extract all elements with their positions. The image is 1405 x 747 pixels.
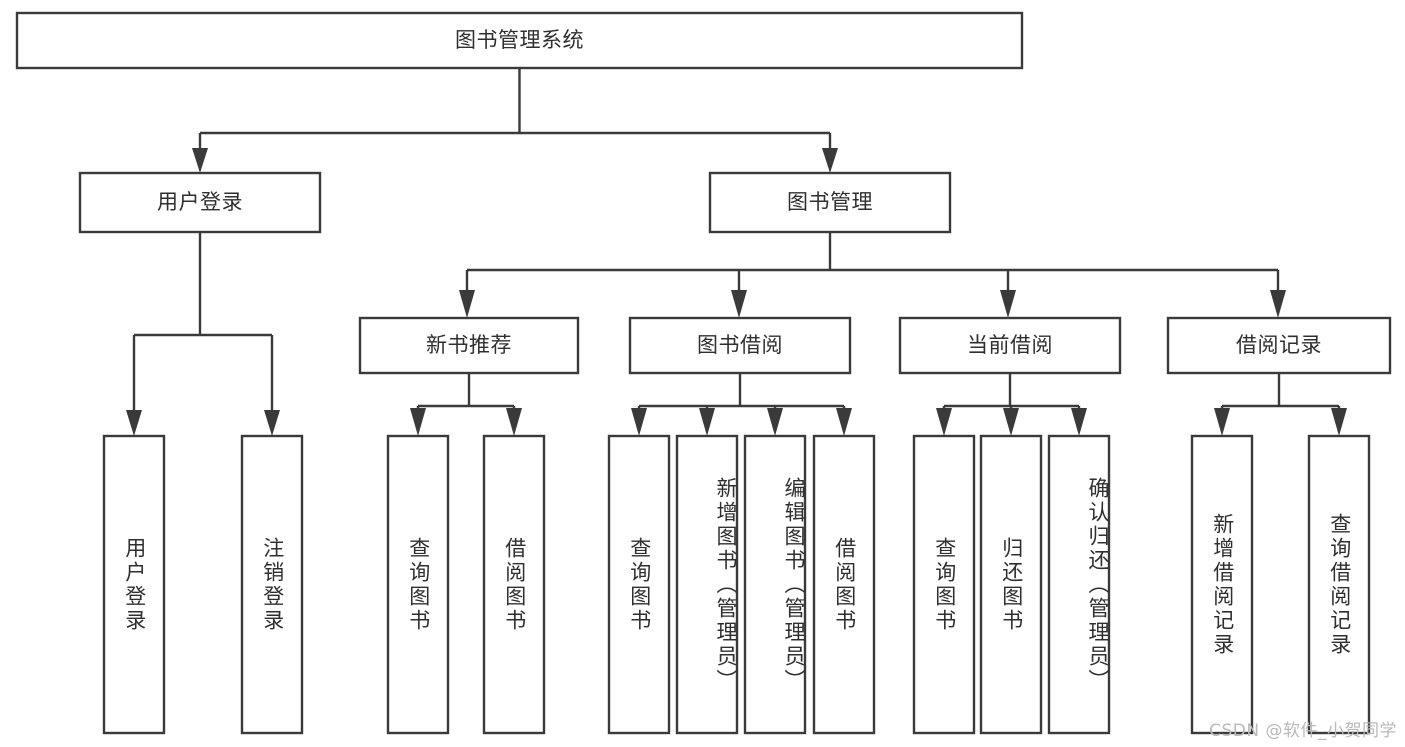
node-box-leaf-borrow-book-1[interactable] <box>482 434 546 735</box>
node-box-leaf-borrow-book-2[interactable] <box>812 434 876 735</box>
node-box-user-login[interactable] <box>78 171 322 234</box>
arrow-head-leaf-logout <box>264 410 280 436</box>
arrow-head-leaf-borrow-book-1 <box>506 408 522 436</box>
arrow-head-leaf-user-login <box>126 410 142 436</box>
node-box-leaf-add-record[interactable] <box>1190 434 1254 735</box>
node-box-leaf-query-book-2[interactable] <box>607 434 671 735</box>
node-box-leaf-query-book-1[interactable] <box>386 434 450 735</box>
arrow-head-leaf-borrow-book-2 <box>836 408 852 436</box>
arrow-head-leaf-query-book-1 <box>410 408 426 436</box>
watermark-text: CSDN @软件_小贺同学 <box>1209 721 1397 741</box>
arrow-head-leaf-confirm-return <box>1071 408 1087 436</box>
node-box-leaf-user-login[interactable] <box>102 434 166 735</box>
arrow-head-book-borrow <box>731 290 747 318</box>
node-box-leaf-add-book[interactable] <box>675 434 739 735</box>
arrow-head-leaf-add-record <box>1214 408 1230 436</box>
node-box-leaf-logout[interactable] <box>240 434 304 735</box>
arrow-head-borrow-record <box>1270 290 1286 318</box>
arrow-head-current-borrow <box>1000 290 1016 318</box>
arrow-head-leaf-add-book <box>699 408 715 436</box>
node-box-leaf-query-book-3[interactable] <box>912 434 976 735</box>
node-box-root[interactable] <box>15 11 1024 70</box>
arrow-head-leaf-query-record <box>1331 408 1347 436</box>
arrow-head-leaf-query-book-2 <box>631 408 647 436</box>
arrow-head-book-manage <box>822 148 838 173</box>
arrow-head-new-book-rec <box>459 290 475 318</box>
node-box-current-borrow[interactable] <box>898 316 1122 375</box>
arrow-head-user-login <box>192 148 208 173</box>
arrow-head-leaf-return-book <box>1003 408 1019 436</box>
node-box-leaf-edit-book[interactable] <box>743 434 807 735</box>
node-box-book-manage[interactable] <box>708 171 952 234</box>
node-box-new-book-rec[interactable] <box>358 316 580 375</box>
node-box-borrow-record[interactable] <box>1166 316 1392 375</box>
node-box-leaf-query-record[interactable] <box>1307 434 1371 735</box>
arrow-head-leaf-query-book-3 <box>936 408 952 436</box>
arrow-head-leaf-edit-book <box>767 408 783 436</box>
node-box-leaf-return-book[interactable] <box>979 434 1043 735</box>
node-box-leaf-confirm-return[interactable] <box>1047 434 1111 735</box>
node-box-book-borrow[interactable] <box>628 316 852 375</box>
